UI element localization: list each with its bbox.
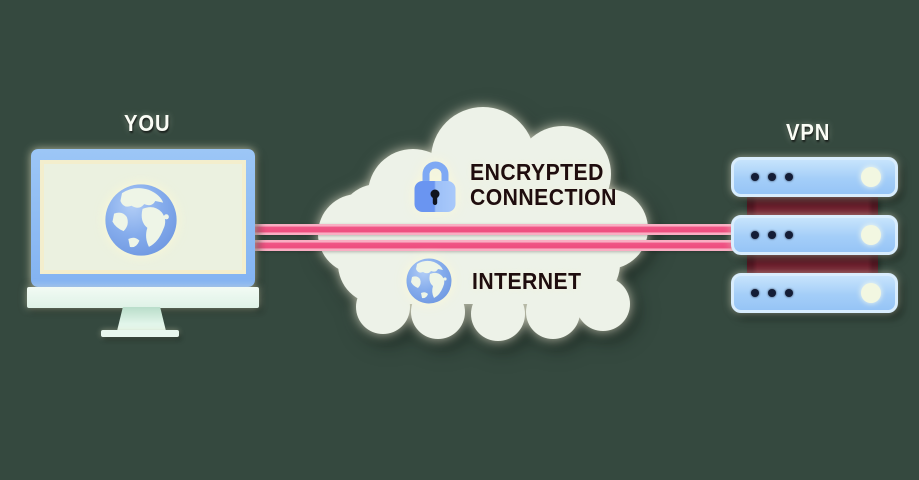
server-led-row xyxy=(751,173,793,181)
encrypted-line1: ENCRYPTED xyxy=(470,159,604,185)
globe-icon xyxy=(406,258,452,304)
vpn-server xyxy=(731,273,898,313)
internet-label: INTERNET xyxy=(472,268,582,294)
server-led-row xyxy=(751,289,793,297)
led-dot xyxy=(751,173,759,181)
you-label: YOU xyxy=(124,110,171,136)
lock-icon xyxy=(414,161,456,212)
server-connector xyxy=(747,252,878,276)
server-indicator-light xyxy=(861,225,881,245)
led-dot xyxy=(785,289,793,297)
vpn-label: VPN xyxy=(786,119,831,145)
encrypted-tunnel-line-top xyxy=(254,224,736,235)
led-dot xyxy=(768,289,776,297)
server-indicator-light xyxy=(861,167,881,187)
led-dot xyxy=(785,231,793,239)
server-led-row xyxy=(751,231,793,239)
server-indicator-light xyxy=(861,283,881,303)
vpn-server xyxy=(731,215,898,255)
led-dot xyxy=(785,173,793,181)
encrypted-tunnel-line-bottom xyxy=(254,240,736,251)
vpn-server xyxy=(731,157,898,197)
led-dot xyxy=(751,231,759,239)
encrypted-connection-label: ENCRYPTED CONNECTION xyxy=(470,160,617,210)
encrypted-line2: CONNECTION xyxy=(470,184,617,210)
led-dot xyxy=(768,231,776,239)
led-dot xyxy=(751,289,759,297)
monitor-chin xyxy=(27,287,259,308)
monitor-base xyxy=(101,330,179,337)
led-dot xyxy=(768,173,776,181)
monitor-stand xyxy=(117,307,166,331)
globe-icon xyxy=(105,184,177,256)
